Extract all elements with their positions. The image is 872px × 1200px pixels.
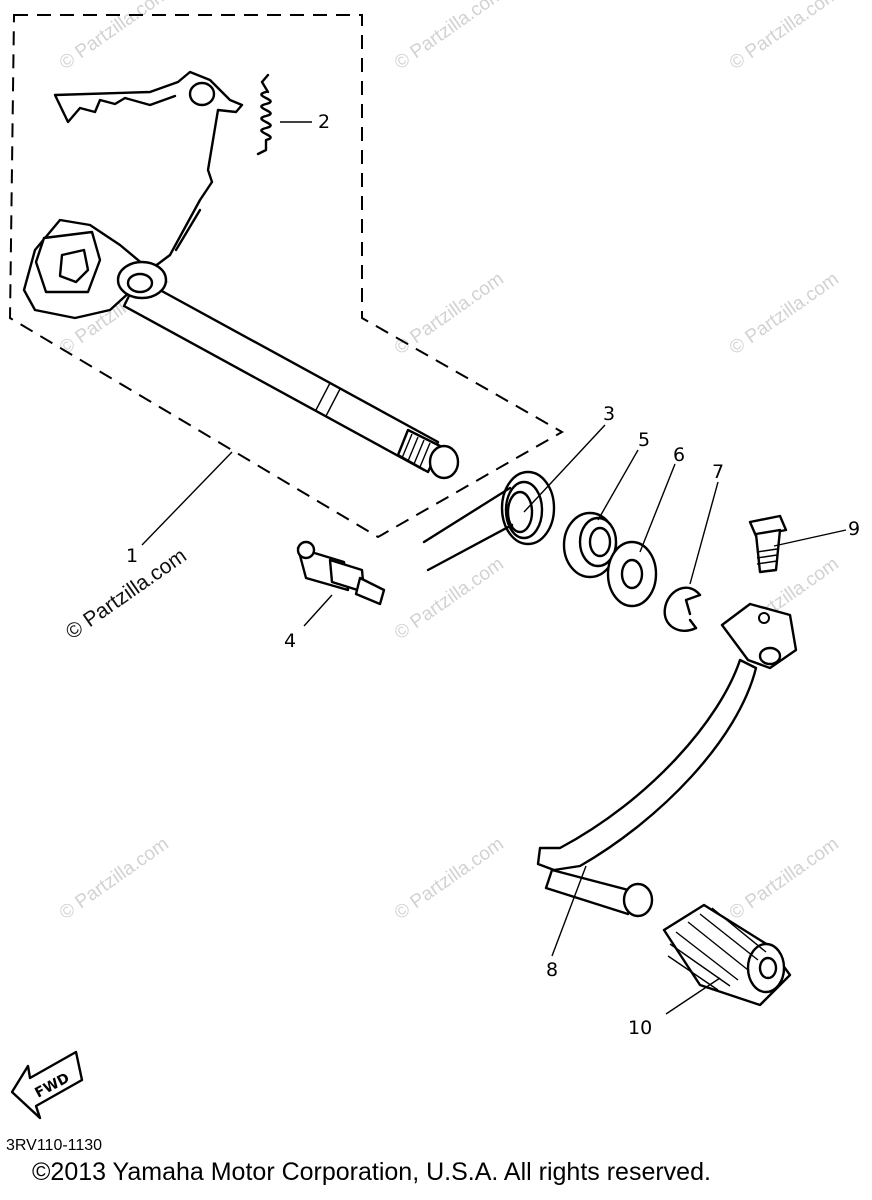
copyright-text: ©2013 Yamaha Motor Corporation, U.S.A. A…: [32, 1158, 711, 1186]
watermark: © Partzilla.com: [391, 268, 508, 359]
watermark: © Partzilla.com: [726, 268, 843, 359]
part-1-shift-shaft: [22, 70, 460, 480]
part-6-washer: [606, 540, 658, 608]
leader-line-5: [597, 449, 639, 521]
callout-1: 1: [126, 545, 138, 567]
callouts: 1 2 3 4 5 6 7 8 9 10: [126, 111, 860, 1039]
diagram-code: 3RV110-1130: [6, 1137, 103, 1154]
callout-6: 6: [673, 444, 685, 466]
part-8-shift-pedal: [536, 602, 798, 918]
leader-line-10: [665, 977, 721, 1015]
leader-line-4: [303, 594, 333, 627]
watermark: © Partzilla.com: [726, 0, 843, 74]
watermark: © Partzilla.com: [726, 833, 843, 924]
part-3-return-spring: [422, 470, 556, 572]
part-10-pedal-rubber: [662, 903, 792, 1007]
watermark: © Partzilla.com: [56, 0, 173, 74]
part-2-spring: [256, 73, 272, 156]
callout-5: 5: [638, 429, 650, 451]
callout-7: 7: [712, 461, 724, 483]
leader-line-9: [773, 529, 847, 547]
assembly-boundary: [8, 14, 565, 539]
callout-8: 8: [546, 959, 558, 981]
watermark: © Partzilla.com: [391, 833, 508, 924]
callout-9: 9: [848, 518, 860, 540]
leader-line-6: [639, 463, 676, 553]
leader-line-3: [523, 424, 606, 513]
leader-line-1: [141, 451, 233, 546]
fwd-arrow-icon: FWD: [10, 1050, 84, 1120]
part-9-bolt: [748, 514, 788, 574]
watermark: © Partzilla.com: [391, 553, 508, 644]
leader-lines: [141, 121, 847, 1015]
callout-3: 3: [603, 403, 615, 425]
callout-4: 4: [284, 630, 296, 652]
callout-2: 2: [318, 111, 330, 133]
leader-line-7: [689, 481, 719, 585]
leader-line-8: [551, 865, 587, 957]
watermark: © Partzilla.com: [391, 0, 508, 74]
part-5-collar: [562, 511, 618, 579]
callout-10: 10: [628, 1017, 652, 1039]
part-4-stud-bolt: [296, 540, 386, 606]
watermark: © Partzilla.com: [56, 833, 173, 924]
part-7-circlip: [663, 586, 702, 632]
